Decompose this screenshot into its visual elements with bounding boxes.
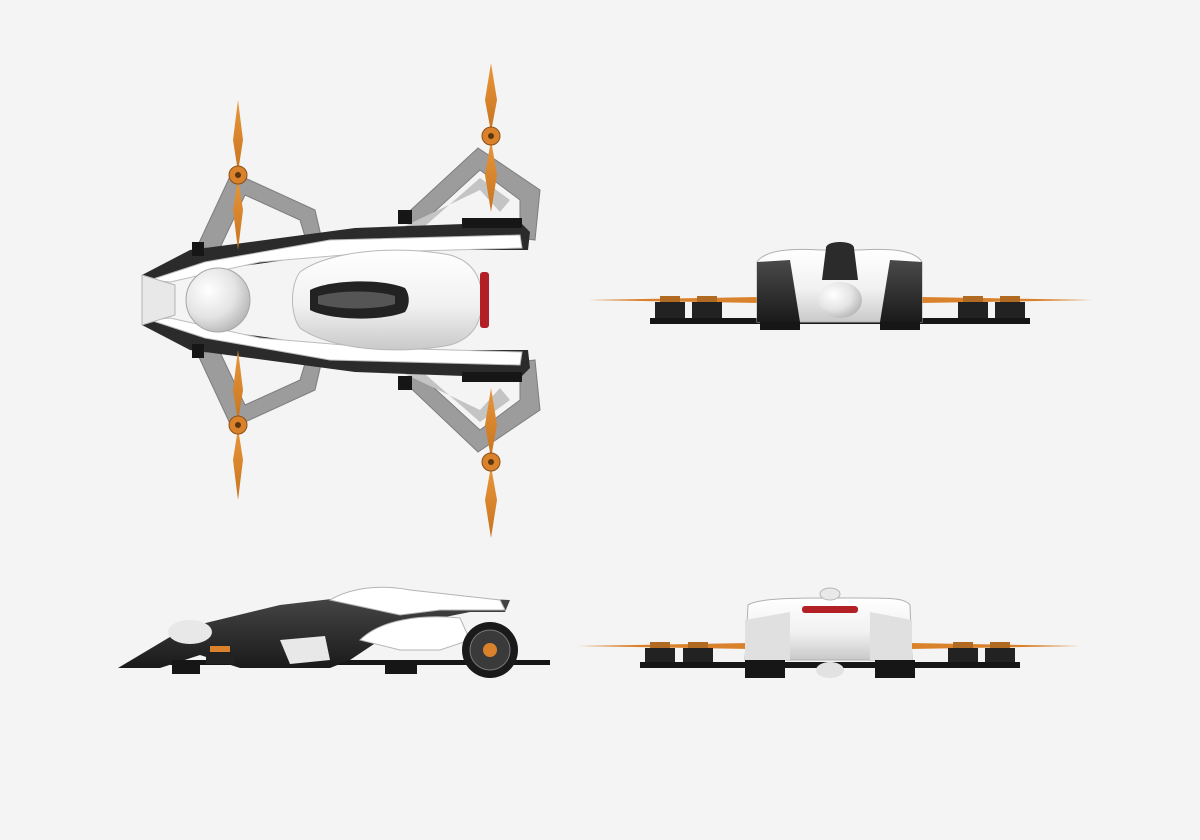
propeller-front-lower [228, 350, 248, 500]
tail-light-top [480, 272, 489, 328]
front-view [588, 242, 1093, 330]
propeller-rear-upper [481, 63, 501, 212]
side-view [118, 586, 550, 678]
propeller-rear-lower [481, 388, 501, 538]
top-view [141, 63, 541, 538]
propeller-front-upper [228, 100, 248, 250]
tail-light-rear [802, 606, 858, 613]
nose [141, 274, 176, 326]
sensor-dome-top [185, 267, 251, 333]
rear-view [578, 587, 1080, 678]
